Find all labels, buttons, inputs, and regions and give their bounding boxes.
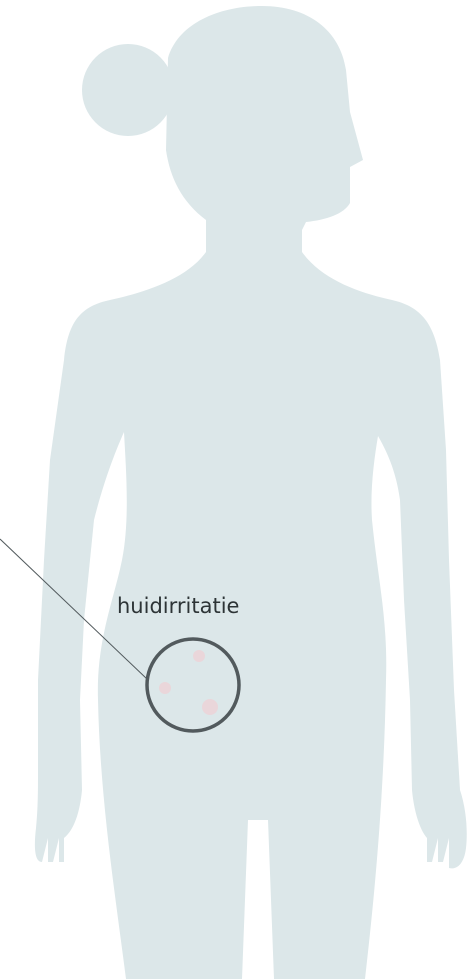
- callout-label: huidirritatie: [117, 594, 239, 618]
- hair-bun: [82, 44, 174, 136]
- head-silhouette: [166, 6, 363, 260]
- irritation-spot: [193, 650, 205, 662]
- body-silhouette: [35, 252, 467, 979]
- irritation-spot: [202, 699, 218, 715]
- irritation-spot: [159, 682, 171, 694]
